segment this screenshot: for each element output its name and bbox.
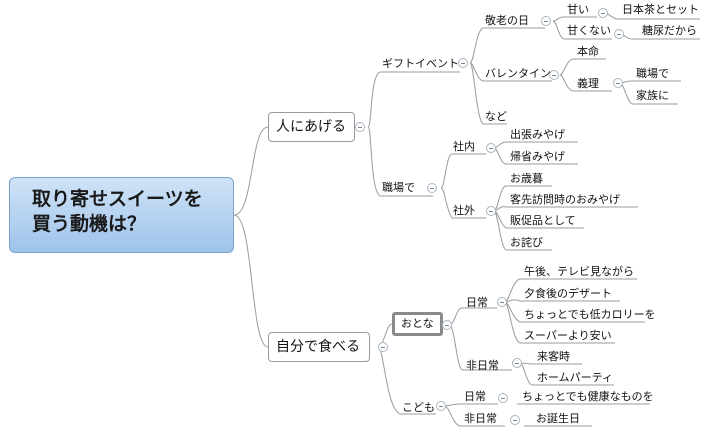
topic-kodomo-hinichijo-item[interactable]: お誕生日: [536, 412, 580, 425]
topic-self[interactable]: 自分で食べる: [268, 332, 370, 362]
collapse-toggle-icon[interactable]: [458, 58, 468, 68]
topic-otona-nichijo-item-3[interactable]: ちょっとでも低カロリーを: [524, 308, 656, 321]
topic-otona-hinichijo-item-2[interactable]: ホームパーティ: [537, 371, 614, 384]
collapse-toggle-icon[interactable]: [541, 16, 551, 26]
topic-shagai-item-2[interactable]: 客先訪問時のおみやげ: [510, 193, 620, 206]
topic-self-label: 自分で食べる: [276, 339, 360, 355]
collapse-toggle-icon[interactable]: [436, 401, 446, 411]
topic-otona-hinichijo[interactable]: 非日常: [466, 359, 499, 372]
collapse-toggle-icon[interactable]: [427, 183, 437, 193]
topic-gift-label: 人にあげる: [276, 119, 346, 135]
collapse-toggle-icon[interactable]: [512, 358, 522, 368]
topic-nado[interactable]: など: [485, 110, 507, 123]
collapse-toggle-icon[interactable]: [486, 206, 496, 216]
topic-otona-nichijo[interactable]: 日常: [466, 296, 488, 309]
collapse-toggle-icon[interactable]: [497, 297, 507, 307]
topic-shagai[interactable]: 社外: [453, 204, 475, 217]
collapse-toggle-icon[interactable]: [613, 78, 623, 88]
collapse-toggle-icon[interactable]: [355, 122, 365, 132]
topic-shanai-item-1[interactable]: 出張みやげ: [510, 128, 565, 141]
topic-amakunai[interactable]: 甘くない: [567, 24, 611, 37]
topic-shanai[interactable]: 社内: [453, 140, 475, 153]
topic-honmei[interactable]: 本命: [577, 45, 599, 58]
topic-keiro[interactable]: 敬老の日: [485, 14, 529, 27]
topic-otona[interactable]: おとな: [392, 312, 443, 336]
topic-otona-label: おとな: [401, 317, 434, 330]
topic-otona-nichijo-item-1[interactable]: 午後、テレビ見ながら: [524, 265, 634, 278]
topic-amakunai-item[interactable]: 糖尿だから: [642, 24, 697, 37]
collapse-toggle-icon[interactable]: [510, 415, 520, 425]
topic-kodomo-nichijo[interactable]: 日常: [464, 390, 486, 403]
collapse-toggle-icon[interactable]: [486, 143, 496, 153]
topic-giri-shokuba[interactable]: 職場で: [636, 67, 669, 80]
topic-otona-nichijo-item-4[interactable]: スーパーより安い: [524, 329, 612, 342]
topic-shagai-item-1[interactable]: お歳暮: [510, 172, 543, 185]
topic-shanai-item-2[interactable]: 帰省みやげ: [510, 150, 565, 163]
topic-amai-item[interactable]: 日本茶とセット: [622, 3, 699, 16]
topic-shagai-item-3[interactable]: 販促品として: [510, 214, 576, 227]
topic-giri[interactable]: 義理: [577, 77, 599, 90]
topic-kodomo[interactable]: こども: [402, 401, 435, 414]
topic-gift-event[interactable]: ギフトイベント: [382, 57, 459, 70]
topic-valentine[interactable]: バレンタイン: [485, 67, 551, 80]
topic-work[interactable]: 職場で: [382, 181, 415, 194]
collapse-toggle-icon[interactable]: [598, 8, 608, 18]
collapse-toggle-icon[interactable]: [614, 29, 624, 39]
root-title-line1: 取り寄せスイーツを: [32, 188, 203, 210]
topic-kodomo-nichijo-item[interactable]: ちょっとでも健康なものを: [522, 390, 654, 403]
topic-gift[interactable]: 人にあげる: [268, 112, 355, 142]
collapse-toggle-icon[interactable]: [498, 393, 508, 403]
topic-otona-hinichijo-item-1[interactable]: 来客時: [537, 350, 570, 363]
collapse-toggle-icon[interactable]: [549, 70, 559, 80]
topic-kodomo-hinichijo[interactable]: 非日常: [464, 412, 497, 425]
topic-amai[interactable]: 甘い: [567, 3, 589, 16]
collapse-toggle-icon[interactable]: [442, 320, 452, 330]
topic-giri-kazoku[interactable]: 家族に: [636, 89, 669, 102]
root-title-line2: 買う動機は？: [32, 213, 147, 235]
root-topic[interactable]: 取り寄せスイーツを 買う動機は？: [9, 177, 234, 253]
collapse-toggle-icon[interactable]: [378, 342, 388, 352]
topic-otona-nichijo-item-2[interactable]: 夕食後のデザート: [524, 287, 612, 300]
topic-shagai-item-4[interactable]: お詫び: [510, 236, 543, 249]
